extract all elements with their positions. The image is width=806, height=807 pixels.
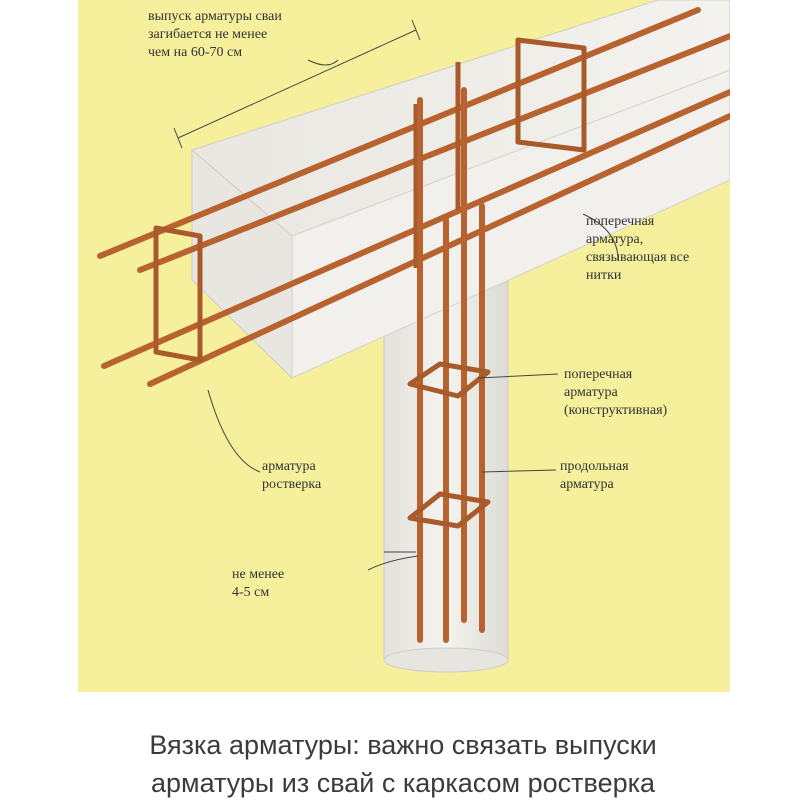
pile-rebars	[417, 87, 485, 643]
dimension-line	[173, 19, 421, 149]
diagram-illustration: выпуск арматуры сваи загибается не менее…	[78, 0, 730, 692]
grillage-stirrups	[153, 37, 587, 363]
label-grillage-rebar: арматура ростверка	[262, 459, 322, 492]
label-transverse-structural: поперечная арматура (конструктивная)	[564, 367, 668, 418]
label-min-cover: не менее 4-5 см	[232, 567, 285, 600]
label-top: выпуск арматуры сваи загибается не менее…	[148, 9, 282, 60]
label-longitudinal: продольная арматура	[560, 459, 629, 492]
rebar-diagram-svg	[97, 0, 730, 673]
figure-caption: Вязка арматуры: важно связать выпуски ар…	[149, 730, 657, 798]
leader-lines	[207, 59, 619, 571]
label-transverse-tie: поперечная арматура, связывающая все нит…	[586, 214, 690, 283]
pile-stirrups	[407, 361, 491, 529]
